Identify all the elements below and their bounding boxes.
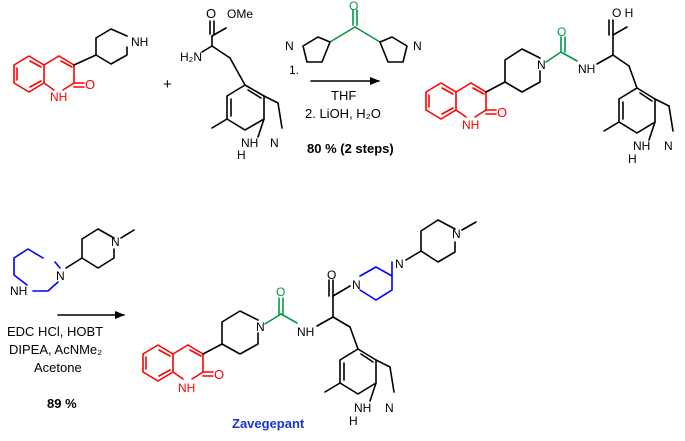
step2-yield: 89 % [47,396,77,411]
cdi-n-left-label: N [285,39,294,53]
intermediate-amide-nh-label: NH [578,62,595,76]
intermediate-lactam-nh-label: NH [462,118,479,132]
intermediate-lactam-o-label: O [497,105,507,120]
indazole-h-label: H [237,148,246,162]
step2-line2: DIPEA, AcNMe₂ [9,342,102,357]
reactant-indazole-amino-ester: O OMe H₂N N NH H [180,6,283,162]
step1-yield: 80 % (2 steps) [307,141,394,156]
indazole-n-label: N [270,136,279,150]
piperidine-ring: NH [73,28,148,66]
step2-conditions: EDC HCl, HOBT DIPEA, AcNMe₂ Acetone 89 % [7,311,125,411]
intermediate-indazole-h-label: H [628,152,637,166]
indazole-ring: N NH H [211,84,283,162]
step1-conditions: THF 2. LiOH, H₂O 80 % (2 steps) [305,77,394,156]
product-urea-n-label: N [256,320,265,334]
intermediate-urea-n-label: N [537,58,546,72]
product-zavegepant: NH O N O NH O N N N [142,219,477,431]
step1-reagent-2: 2. LiOH, H₂O [305,106,381,121]
cdi-reagent: O N N 1. [285,0,422,77]
quinolinone-core: NH O [13,55,95,104]
product-name: Zavegepant [232,416,305,431]
product-urea-o-label: O [276,285,285,299]
step2-line3: Acetone [34,360,82,375]
ester-carbonyl-o-label: O [206,6,216,21]
intermediate-acid: NH O N O NH O H N NH H [425,6,674,166]
piperidine-nh-label: NH [131,35,148,49]
reactant-quinolinone-piperidine: NH O NH [13,28,148,104]
intermediate-acid-label: O H [612,6,633,20]
intermediate-quinolinone: NH O [425,82,507,132]
amine-label: H₂N [180,50,202,64]
ome-label: OMe [227,7,253,21]
lactam-nh-label: NH [50,90,67,104]
intermediate-indazole: N NH H [603,87,674,166]
lactam-o-label: O [85,77,95,92]
product-piperidine-n-label: N [452,227,461,241]
product-amide-o-label: O [327,268,336,282]
intermediate-indazole-n-label: N [664,139,673,153]
product-piperazine-n2-label: N [395,257,404,271]
cdi-n-right-label: N [413,39,422,53]
product-indazole-n-label: N [385,401,394,415]
product-quinolinone: NH O [142,344,224,395]
intermediate-indazole-nh-label: NH [633,139,650,153]
product-indazole: N NH H [324,348,395,428]
step1-solvent: THF [331,88,356,103]
product-indazole-nh-label: NH [354,401,371,415]
cdi-o-label: O [349,0,358,13]
product-piperazine-n1-label: N [352,278,361,292]
product-lactam-nh-label: NH [178,381,195,395]
reagent-piperazine-piperidine: NH N N [10,228,135,298]
product-lactam-o-label: O [214,367,224,382]
product-amide-nh-label: NH [297,325,314,339]
reagent-piperidine-n-label: N [111,235,120,249]
piperazine-n-label: N [56,269,65,283]
step2-line1: EDC HCl, HOBT [7,324,103,339]
plus-sign: + [163,76,172,93]
step1-reagent-index: 1. [289,63,299,77]
indazole-nh-label: NH [241,136,258,150]
piperazine-nh-label: NH [10,284,27,298]
intermediate-urea-o-label: O [557,25,566,39]
product-indazole-h-label: H [349,414,358,428]
